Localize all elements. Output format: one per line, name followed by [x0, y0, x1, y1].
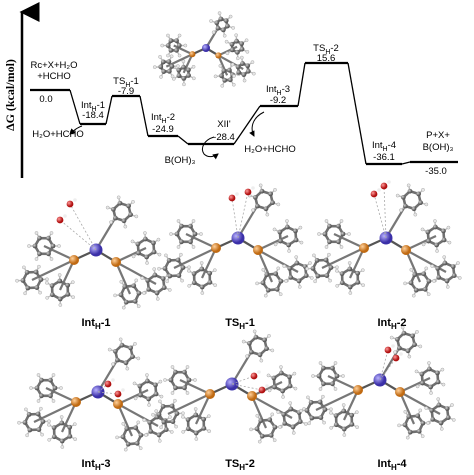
label-prod: P+X+ — [426, 130, 450, 141]
value-xii: -28.4 — [213, 132, 235, 143]
label-int1: IntH-1 — [81, 100, 105, 113]
label-rc-2: +HCHO — [37, 71, 71, 82]
caption-int3: IntH-3 — [81, 458, 110, 472]
side-boh3: B(OH)₃ — [165, 155, 196, 166]
molecule-ts2 — [151, 329, 308, 444]
caption-ts1: TSH-1 — [225, 317, 255, 331]
side-species: H₂O+HCHO B(OH)₃ H₂O+HCHO — [32, 111, 296, 166]
value-int4: -36.1 — [373, 152, 395, 163]
y-axis-label: ΔG (kcal/mol) — [3, 59, 17, 131]
value-int2: -24.9 — [152, 124, 174, 135]
structure-captions: IntH-1 TSH-1 IntH-2 IntH-3 TSH-2 IntH-4 — [81, 317, 407, 472]
level-connectors — [69, 62, 411, 165]
caption-int4: IntH-4 — [377, 458, 407, 472]
value-int1: -18.4 — [82, 110, 104, 121]
value-ts2: 15.6 — [317, 53, 336, 64]
molecule-int3 — [17, 337, 174, 452]
value-rc: 0.0 — [39, 94, 52, 105]
label-prod-2: B(OH)₃ — [423, 142, 454, 153]
molecule-int2 — [305, 180, 462, 298]
molecular-structures — [15, 11, 462, 452]
energy-levels — [30, 61, 458, 166]
label-rc: Rc+X+H₂O — [31, 60, 78, 71]
label-int3: IntH-3 — [266, 84, 290, 97]
label-ts2: TSH-2 — [313, 43, 339, 56]
molecule-ts1 — [157, 183, 314, 298]
value-ts1: -7.9 — [118, 86, 134, 97]
molecule-int1 — [15, 195, 172, 310]
caption-ts2: TSH-2 — [225, 458, 255, 472]
value-int3: -9.2 — [270, 95, 286, 106]
side-h2o-hcho-2: H₂O+HCHO — [244, 144, 295, 155]
molecule-int4 — [299, 325, 456, 440]
state-labels: Rc+X+H₂O +HCHO 0.0 IntH-1 -18.4 TSH-1 -7… — [31, 43, 454, 177]
side-h2o-hcho-1: H₂O+HCHO — [32, 129, 83, 140]
caption-int2: IntH-2 — [377, 317, 406, 331]
molecule-top — [152, 11, 256, 88]
label-int2: IntH-2 — [151, 112, 175, 125]
label-int4: IntH-4 — [372, 140, 396, 153]
label-ts1: TSH-1 — [113, 76, 139, 89]
caption-int1: IntH-1 — [81, 317, 110, 331]
label-xii: XII' — [217, 119, 231, 130]
value-prod: -35.0 — [425, 166, 447, 177]
